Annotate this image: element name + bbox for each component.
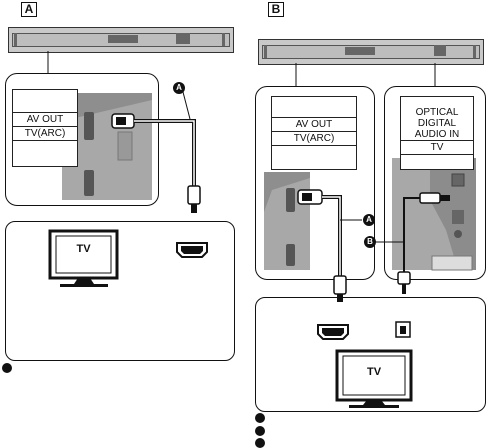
tv-label-b: TV xyxy=(366,366,382,378)
label-optical: OPTICAL xyxy=(415,107,459,118)
tv-label-a: TV xyxy=(76,243,91,255)
label-tv-arc: TV(ARC) xyxy=(24,128,66,139)
label-box-b-right: OPTICAL DIGITAL AUDIO IN TV xyxy=(400,96,474,170)
label-box-b-left: AV OUT TV(ARC) xyxy=(271,96,357,170)
figure-b-tag: B xyxy=(268,2,284,17)
label-tv-optical: TV xyxy=(401,141,473,155)
label-audio-in: AUDIO IN xyxy=(401,129,473,141)
tv-panel-a xyxy=(5,221,235,361)
figure-a-tag: A xyxy=(21,2,37,17)
callout-a-figure-a: A xyxy=(176,83,182,92)
callout-a-figure-b: A xyxy=(366,215,372,224)
callout-b-figure-b: B xyxy=(367,237,373,246)
label-box-a: AV OUT TV(ARC) xyxy=(12,89,78,167)
label-tv-arc-b: TV(ARC) xyxy=(293,133,335,144)
label-av-out: AV OUT xyxy=(13,113,77,127)
label-digital: DIGITAL xyxy=(417,118,457,129)
label-av-out-b: AV OUT xyxy=(272,118,356,132)
